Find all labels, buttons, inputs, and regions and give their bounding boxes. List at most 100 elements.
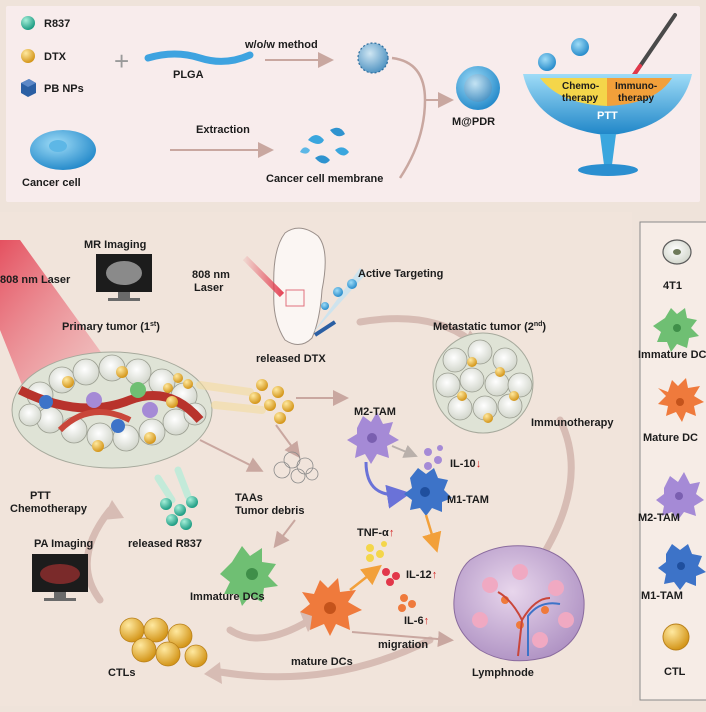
legend-item-immature-dc: Immature DC [638, 308, 706, 361]
mr-imaging-monitor [96, 254, 152, 301]
il10-arrow [391, 444, 418, 458]
pa-scan-image [40, 564, 80, 584]
il12-cytokine-dots [382, 568, 400, 586]
m-pdr-particle-core [464, 74, 492, 102]
immuno-label-line1: Immuno- [615, 81, 657, 92]
tnf-label: TNF-α↑ [357, 527, 394, 539]
chemo-label-line1: Chemo- [562, 81, 599, 92]
mouse-illustration [242, 227, 366, 345]
il10-label: IL-10↓ [450, 458, 481, 470]
ctl-cluster [119, 617, 208, 668]
tumor-debris-label: Tumor debris [235, 505, 304, 517]
taas-label: TAAs [235, 492, 263, 504]
syringe-icon [313, 320, 337, 337]
dc-cytokine-arrow [349, 564, 382, 591]
lymph-node [453, 545, 585, 662]
dtx-label: DTX [44, 51, 67, 63]
released-dtx-label: released DTX [256, 353, 326, 365]
flow-arrow-to-ctls [216, 636, 434, 681]
cancer-cell-label: Cancer cell [22, 177, 81, 189]
floating-particle-icon [538, 53, 556, 71]
tnf-cytokine-dots [366, 541, 387, 562]
pa-imaging-label: PA Imaging [34, 538, 93, 550]
glass-base [578, 164, 638, 176]
legend-item-4t1: 4T1 [662, 239, 692, 292]
primary-tumor [11, 351, 213, 469]
flow-arrow-to-lymphnode [536, 416, 575, 564]
legend-item-mature-dc: Mature DC [643, 378, 704, 444]
chemo-segment [540, 78, 607, 106]
plga-label: PLGA [173, 69, 204, 81]
metastatic-tumor [432, 332, 534, 434]
pa-imaging-monitor [32, 554, 88, 601]
tumor-debris [273, 451, 319, 484]
floating-particle-icon [571, 38, 589, 56]
laser-top-label-line2: Laser [194, 282, 224, 294]
nanoparticle-core-icon [358, 43, 388, 73]
m2-tam-label: M2-TAM [354, 406, 396, 418]
extraction-label: Extraction [196, 124, 250, 136]
m1-cytokine-arrow [422, 514, 442, 553]
therapy-cocktail-glass: Chemo- therapy Immuno- therapy PTT [523, 13, 692, 176]
cancer-cell-nucleus [49, 140, 67, 152]
nanoparticle-core-texture [357, 42, 389, 74]
cancer-cell-membrane-fragments [300, 127, 349, 164]
cell-legend-panel [639, 221, 706, 701]
immuno-label-line2: therapy [618, 93, 655, 104]
flow-arrow-mature [226, 616, 314, 642]
released-r837-label: released R837 [128, 538, 202, 550]
r837-label: R837 [44, 18, 70, 30]
immuno-segment [607, 78, 672, 106]
legend-label-mature-dc: Mature DC [643, 432, 698, 444]
flow-arrow-to-metastatic [356, 315, 474, 344]
migration-label: migration [378, 639, 428, 651]
glass-stem [600, 134, 616, 165]
mr-imaging-label: MR Imaging [84, 239, 146, 251]
ptt-label: PTT [30, 490, 51, 502]
blood-vessel [17, 385, 204, 424]
laser-left-label: 808 nm Laser [0, 274, 71, 286]
laser-top-beam [242, 255, 285, 298]
legend-label-m2-tam: M2-TAM [638, 512, 680, 524]
legend-item-ctl: CTL [662, 623, 690, 678]
pb-nps-icon-top [21, 79, 36, 87]
metastatic-tumor-label: Metastatic tumor (2nd) [433, 321, 546, 333]
m1-tam-label: M1-TAM [447, 494, 489, 506]
chemotherapy-label: Chemotherapy [10, 503, 88, 515]
plga-ribbon-icon [144, 50, 254, 65]
polarization-arrow [364, 461, 411, 509]
il6-cytokine-dots [398, 594, 416, 612]
il10-cytokine-dots [424, 445, 443, 470]
mature-dcs-label: mature DCs [291, 656, 353, 668]
lymphnode-label: Lymphnode [472, 667, 534, 679]
pb-nps-label: PB NPs [44, 83, 84, 95]
method-label: w/o/w method [244, 39, 318, 51]
released-dtx-particles [196, 379, 294, 424]
m-pdr-label: M@PDR [452, 116, 495, 128]
legend-label-immature-dc: Immature DC [638, 349, 706, 361]
dtx-icon [21, 49, 35, 63]
ctl-legend-icon [662, 623, 690, 651]
legend-label-ctl: CTL [664, 666, 686, 678]
il12-label: IL-12↑ [406, 569, 437, 581]
component-legend: R837 DTX PB NPs [21, 16, 84, 97]
il6-label: IL-6↑ [404, 615, 429, 627]
r837-icon [21, 16, 35, 30]
cancer-cell-membrane-label: Cancer cell membrane [266, 173, 383, 185]
ptt-cocktail-label: PTT [597, 110, 618, 122]
primary-tumor-label: Primary tumor (1st) [62, 321, 160, 333]
migration-arrow [351, 631, 454, 647]
legend-item-m1-tam: M1-TAM [641, 544, 706, 602]
active-targeting-label: Active Targeting [358, 268, 443, 280]
legend-label-m1-tam: M1-TAM [641, 590, 683, 602]
lymph-node-body [453, 545, 585, 662]
ctls-label: CTLs [108, 667, 136, 679]
legend-label-4t1: 4T1 [663, 280, 682, 292]
chemo-label-line2: therapy [562, 93, 599, 104]
mr-scan-image [106, 261, 142, 285]
legend-item-m2-tam: M2-TAM [638, 472, 704, 524]
tumor-to-debris-arrow [199, 439, 264, 472]
released-r837-particles [154, 466, 198, 530]
